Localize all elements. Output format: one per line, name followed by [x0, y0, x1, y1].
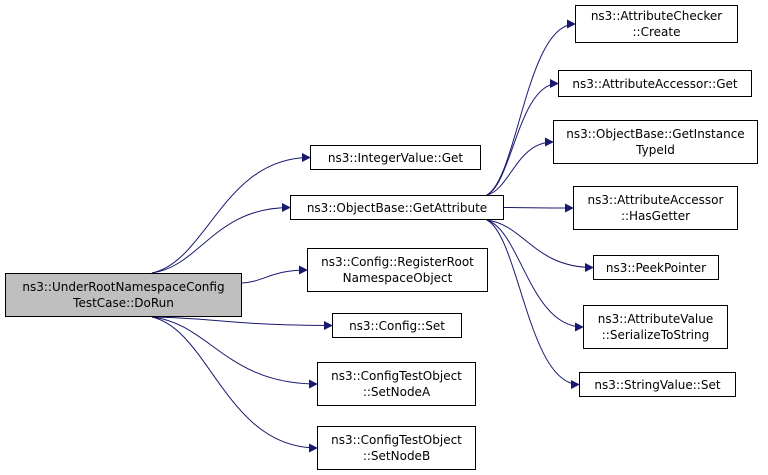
node-label-line: ::HasGetter: [620, 209, 691, 223]
edge-root-to-register-root: [241, 265, 308, 284]
node-label-line: ns3::Config::RegisterRoot: [321, 255, 474, 269]
edge-root-to-integer-get: [151, 153, 311, 274]
node-set-node-a[interactable]: ns3::ConfigTestObject::SetNodeA: [317, 362, 476, 406]
node-label-line: ns3::AttributeChecker: [590, 9, 723, 23]
edge-root-to-set-node-b: [151, 316, 318, 453]
node-label-line: TestCase::DoRun: [73, 296, 174, 310]
node-label-line: ns3::IntegerValue::Get: [327, 150, 464, 165]
node-label-line: ns3::PeekPointer: [605, 260, 707, 275]
node-label-line: ns3::AttributeAccessor::Get: [572, 76, 738, 91]
node-string-set[interactable]: ns3::StringValue::Set: [579, 372, 736, 397]
edge-get-attribute-to-has-getter: [503, 203, 574, 213]
edge-get-attribute-to-serialize-to-string: [486, 219, 584, 332]
node-label-line: ::Create: [632, 25, 681, 39]
node-integer-get[interactable]: ns3::IntegerValue::Get: [310, 145, 481, 170]
edge-get-attribute-to-get-instance-typeid: [486, 137, 554, 196]
node-get-attribute[interactable]: ns3::ObjectBase::GetAttribute: [290, 195, 504, 220]
node-checker-create[interactable]: ns3::AttributeChecker::Create: [575, 5, 738, 43]
node-label-line: ns3::ConfigTestObject: [331, 433, 462, 447]
node-serialize-to-string[interactable]: ns3::AttributeValue::SerializeToString: [583, 305, 728, 349]
edge-root-to-get-attribute: [151, 203, 291, 274]
node-label-line: ns3::AttributeAccessor: [587, 193, 724, 207]
node-accessor-get[interactable]: ns3::AttributeAccessor::Get: [558, 70, 752, 97]
edge-root-to-set-node-a: [151, 316, 318, 389]
node-label-line: ::SetNodeB: [362, 449, 431, 463]
node-label-line: TypeId: [636, 143, 675, 157]
node-label-line: ns3::ObjectBase::GetInstance: [566, 127, 745, 141]
node-label-line: ns3::AttributeValue: [597, 312, 714, 326]
node-label-line: ns3::ConfigTestObject: [331, 369, 462, 383]
edge-get-attribute-to-accessor-get: [486, 79, 559, 196]
node-peek-pointer[interactable]: ns3::PeekPointer: [593, 255, 719, 280]
node-set-node-b[interactable]: ns3::ConfigTestObject::SetNodeB: [317, 426, 476, 470]
edge-root-to-config-set: [151, 316, 333, 330]
node-label-line: ns3::UnderRootNamespaceConfig: [22, 280, 225, 294]
node-has-getter[interactable]: ns3::AttributeAccessor::HasGetter: [573, 186, 738, 230]
edge-get-attribute-to-peek-pointer: [486, 219, 594, 272]
edge-get-attribute-to-checker-create: [486, 19, 576, 196]
edge-get-attribute-to-string-set: [486, 219, 580, 389]
node-label-line: ::SetNodeA: [362, 385, 431, 399]
node-label-line: NamespaceObject: [342, 271, 453, 285]
node-config-set[interactable]: ns3::Config::Set: [332, 313, 462, 338]
node-label-line: ns3::StringValue::Set: [594, 377, 721, 392]
node-label-line: ::SerializeToString: [601, 328, 710, 342]
node-label-line: ns3::ObjectBase::GetAttribute: [306, 200, 488, 215]
node-label-line: ns3::Config::Set: [349, 318, 445, 333]
